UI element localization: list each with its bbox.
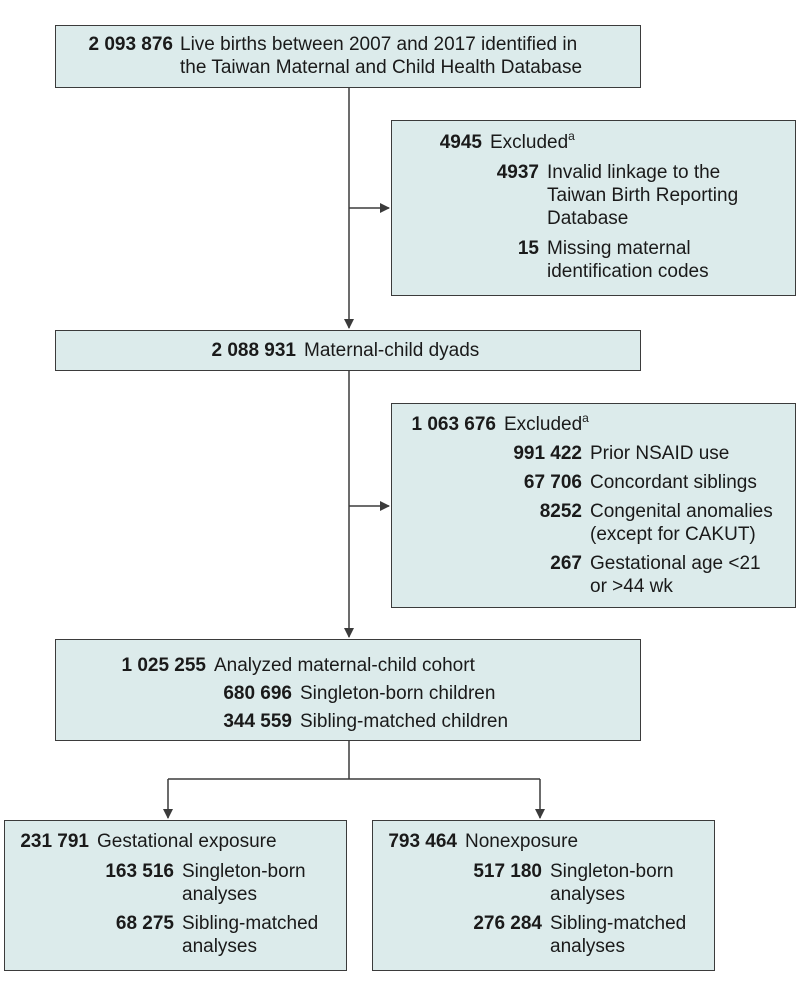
exposure-count: 231 791 [20,831,89,852]
exposure-box: 231 791 Gestational exposure 163 516 Sin… [4,820,347,971]
live-births-count: 2 093 876 [88,34,173,55]
exposure-singleton-line2: analyses [182,884,257,905]
nonexposure-count: 793 464 [388,831,457,852]
nonexposure-sibling-line1: Sibling-matched [550,913,687,934]
footnote-a: a [582,410,589,425]
excluded2-count: 1 063 676 [411,414,496,435]
excluded2-item3-line1: Congenital anomalies [590,501,773,522]
exposure-label: Gestational exposure [97,831,277,852]
excluded2-item1-count: 991 422 [513,443,582,464]
excluded1-item1-count: 4937 [496,162,539,183]
excluded-box-1: 4945 Excludeda 4937 Invalid linkage to t… [391,120,796,296]
exposure-singleton-line1: Singleton-born [182,861,306,882]
excluded2-item2-count: 67 706 [523,472,582,493]
live-births-box: 2 093 876 Live births between 2007 and 2… [55,25,641,88]
exposure-singleton-count: 163 516 [105,861,174,882]
excluded1-count: 4945 [439,132,482,153]
excluded2-label: Excludeda [504,410,589,435]
nonexposure-singleton-line1: Singleton-born [550,861,674,882]
excluded2-item4-line2: or >44 wk [590,576,673,597]
excluded1-item2-line1: Missing maternal [547,238,691,259]
exposure-sibling-line2: analyses [182,936,257,957]
live-births-text-line2: the Taiwan Maternal and Child Health Dat… [180,57,583,78]
excluded1-label: Excludeda [490,128,575,153]
exposure-sibling-line1: Sibling-matched [182,913,319,934]
singleton-children-text: Singleton-born children [300,683,496,704]
sibling-children-count: 344 559 [223,711,292,732]
dyads-box: 2 088 931 Maternal-child dyads [55,330,641,371]
excluded2-item2-line1: Concordant siblings [590,472,757,493]
nonexposure-label: Nonexposure [465,831,579,852]
nonexposure-singleton-line2: analyses [550,884,625,905]
excluded2-item3-count: 8252 [539,501,582,522]
dyads-text: Maternal-child dyads [304,340,480,361]
nonexposure-sibling-line2: analyses [550,936,625,957]
analyzed-cohort-box: 1 025 255 Analyzed maternal-child cohort… [55,639,641,741]
excluded1-item2-line2: identification codes [547,261,709,282]
excluded2-item1-line1: Prior NSAID use [590,443,730,464]
excluded2-item4-line1: Gestational age <21 [590,553,761,574]
dyads-count: 2 088 931 [211,340,296,361]
cohort-text: Analyzed maternal-child cohort [214,655,475,676]
excluded2-item3-line2: (except for CAKUT) [590,524,756,545]
live-births-text-line1: Live births between 2007 and 2017 identi… [180,34,578,55]
nonexposure-sibling-count: 276 284 [473,913,542,934]
exposure-sibling-count: 68 275 [115,913,174,934]
excluded1-item2-count: 15 [517,238,539,259]
nonexposure-singleton-count: 517 180 [473,861,542,882]
excluded-box-2: 1 063 676 Excludeda 991 422 Prior NSAID … [391,403,796,608]
excluded1-item1-line3: Database [547,208,629,229]
singleton-children-count: 680 696 [223,683,292,704]
cohort-count: 1 025 255 [121,655,206,676]
nonexposure-box: 793 464 Nonexposure 517 180 Singleton-bo… [372,820,715,971]
sibling-children-text: Sibling-matched children [300,711,509,732]
footnote-a: a [568,128,575,143]
excluded2-item4-count: 267 [550,553,582,574]
excluded1-item1-line2: Taiwan Birth Reporting [547,185,739,206]
excluded1-item1-line1: Invalid linkage to the [547,162,721,183]
